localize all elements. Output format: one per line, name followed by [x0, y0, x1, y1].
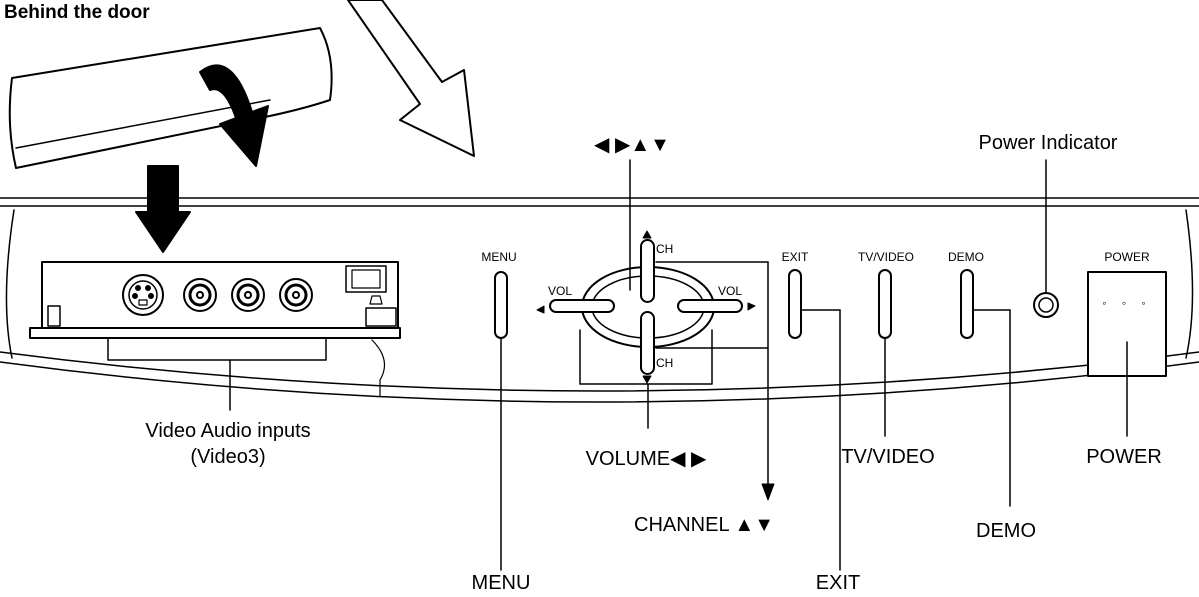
ch-down-arrow-icon	[642, 375, 652, 384]
tv-video-button[interactable]	[878, 269, 892, 339]
rca-jack-video-icon	[183, 278, 217, 312]
channel-callout: CHANNEL ▲▼	[634, 514, 774, 536]
exit-button[interactable]	[788, 269, 802, 339]
vol-right-label: VOL	[718, 284, 743, 298]
s-video-jack-icon	[122, 274, 164, 316]
ch-bottom-label: CH	[656, 356, 674, 370]
leader-lines	[229, 159, 1128, 571]
down-arrow-icon	[135, 165, 191, 253]
tv-video-button-label: TV/VIDEO	[857, 250, 915, 264]
channel-pointer-arrow-icon	[761, 483, 775, 501]
ch-up-button[interactable]	[640, 239, 655, 303]
tv-video-callout: TV/VIDEO	[841, 446, 935, 468]
rca-jack-audio-left-icon	[231, 278, 265, 312]
exit-callout: EXIT	[815, 572, 861, 594]
power-button-dots: ◦ ◦ ◦	[1102, 296, 1152, 310]
ch-down-button[interactable]	[640, 311, 655, 375]
arrows-callout: ◀ ▶▲▼	[594, 134, 670, 156]
tv-body	[0, 197, 1199, 403]
vol-right-button[interactable]	[677, 299, 743, 313]
exit-button-label: EXIT	[781, 250, 809, 264]
vol-left-label: VOL	[548, 284, 573, 298]
power-callout: POWER	[1086, 446, 1162, 468]
vol-left-arrow-icon	[536, 305, 545, 314]
rca-jack-audio-right-icon	[279, 278, 313, 312]
menu-button-label: MENU	[481, 250, 517, 264]
door-title: Behind the door	[4, 2, 150, 23]
power-indicator-led	[1033, 292, 1059, 318]
video-audio-inputs-callout: Video Audio inputs	[145, 420, 311, 442]
video-audio-inputs-sub-callout: (Video3)	[190, 446, 266, 468]
menu-callout: MENU	[471, 572, 531, 594]
menu-button[interactable]	[494, 271, 508, 339]
outline-arrow-icon	[347, 0, 475, 157]
vol-right-arrow-icon	[747, 302, 756, 311]
vol-left-button[interactable]	[549, 299, 615, 313]
demo-button-label: DEMO	[948, 250, 984, 264]
input-panel	[29, 261, 401, 361]
ch-top-label: CH	[656, 242, 674, 256]
volume-callout: VOLUME◀ ▶	[585, 448, 707, 470]
demo-callout: DEMO	[976, 520, 1036, 542]
door-flap	[8, 27, 333, 169]
curved-arrow-icon	[199, 64, 269, 167]
demo-button[interactable]	[960, 269, 974, 339]
ch-up-arrow-icon	[642, 230, 652, 239]
power-button-label: POWER	[1104, 250, 1150, 264]
power-indicator-callout: Power Indicator	[978, 132, 1118, 154]
power-button[interactable]	[1087, 271, 1167, 377]
